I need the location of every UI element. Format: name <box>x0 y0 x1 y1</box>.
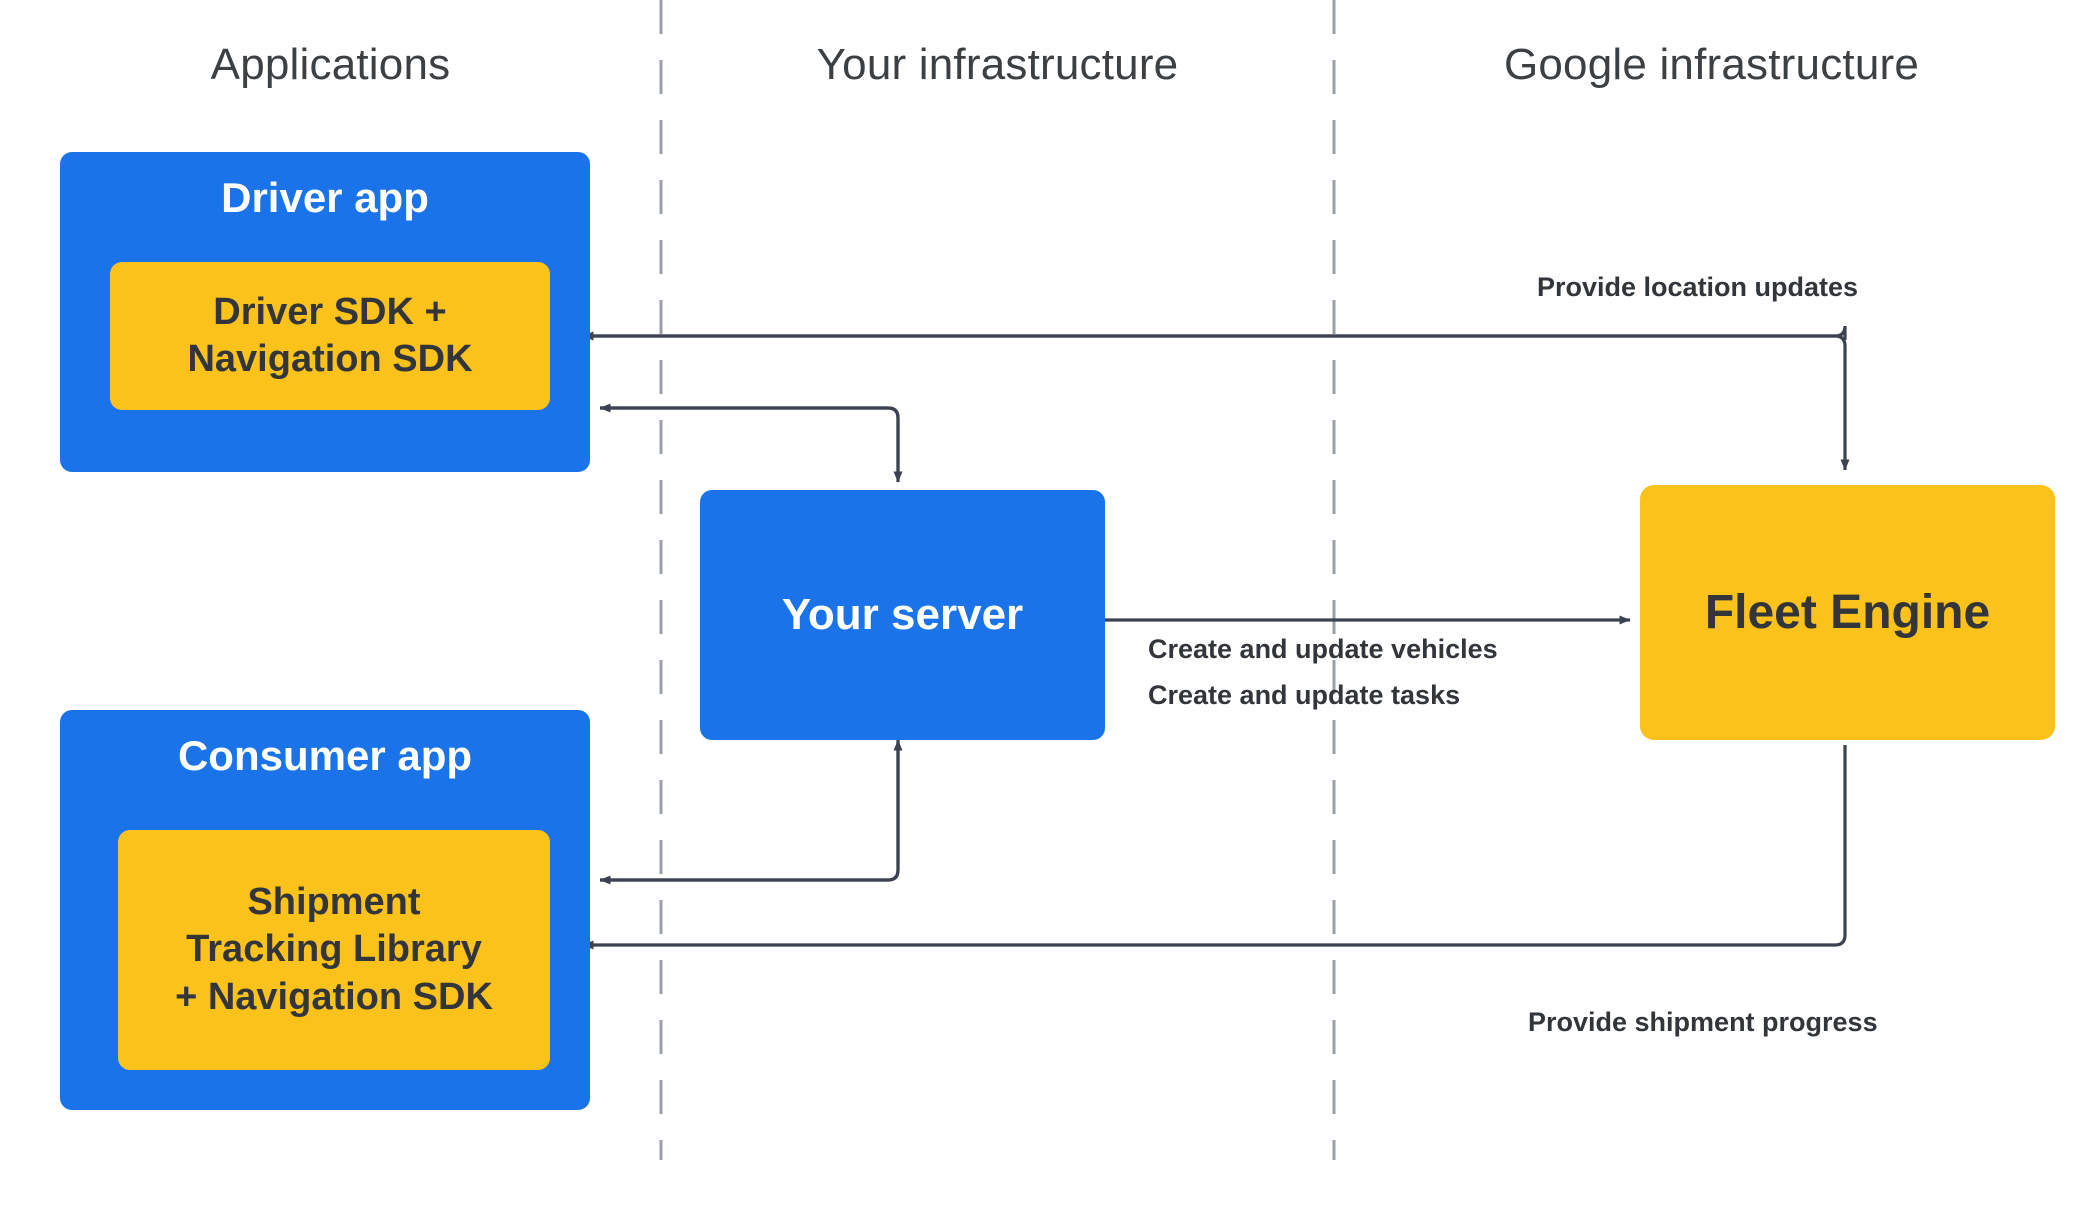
driver-sdk-line-2: Navigation SDK <box>187 338 473 380</box>
edge-label-create-and-update-tasks: Create and update tasks <box>1148 680 1461 710</box>
driver-sdk-line-1: Driver SDK + <box>213 290 447 333</box>
consumer-sdk-line-2: Tracking Library <box>186 928 482 971</box>
edge-label-provide-location-updates: Provide location updates <box>1537 272 1859 302</box>
node-your-server[interactable]: Your server <box>700 490 1105 740</box>
node-driver-sdk[interactable]: Driver SDK + Navigation SDK <box>110 262 550 410</box>
edge-your-server-to-consumer-app <box>599 742 900 885</box>
edge-label-create-and-update-vehicles: Create and update vehicles <box>1148 634 1498 664</box>
edge-fleet-engine-to-consumer-app <box>582 745 1847 950</box>
edge-driver-app-to-your-server <box>600 406 903 483</box>
node-shipment-tracking-library[interactable]: Shipment Tracking Library + Navigation S… <box>118 830 550 1070</box>
edge-fleet-engine-to-driver-sdk-down <box>580 334 1850 471</box>
column-header-applications: Applications <box>210 40 451 89</box>
node-fleet-engine[interactable]: Fleet Engine <box>1640 485 2055 740</box>
edge-consumer-app-to-your-server <box>600 739 903 882</box>
consumer-app-title: Consumer app <box>177 732 473 779</box>
consumer-sdk-line-3: + Navigation SDK <box>175 975 493 1018</box>
edge-your-server-to-driver-app <box>599 403 900 474</box>
edge-label-provide-shipment-progress: Provide shipment progress <box>1528 1007 1878 1037</box>
consumer-sdk-line-1: Shipment <box>247 881 421 924</box>
column-header-google-infrastructure: Google infrastructure <box>1503 40 1920 89</box>
column-header-your-infrastructure: Your infrastructure <box>816 40 1179 89</box>
driver-app-title: Driver app <box>221 174 429 221</box>
edge-fleet-engine-to-driver-sdk <box>582 325 1847 341</box>
